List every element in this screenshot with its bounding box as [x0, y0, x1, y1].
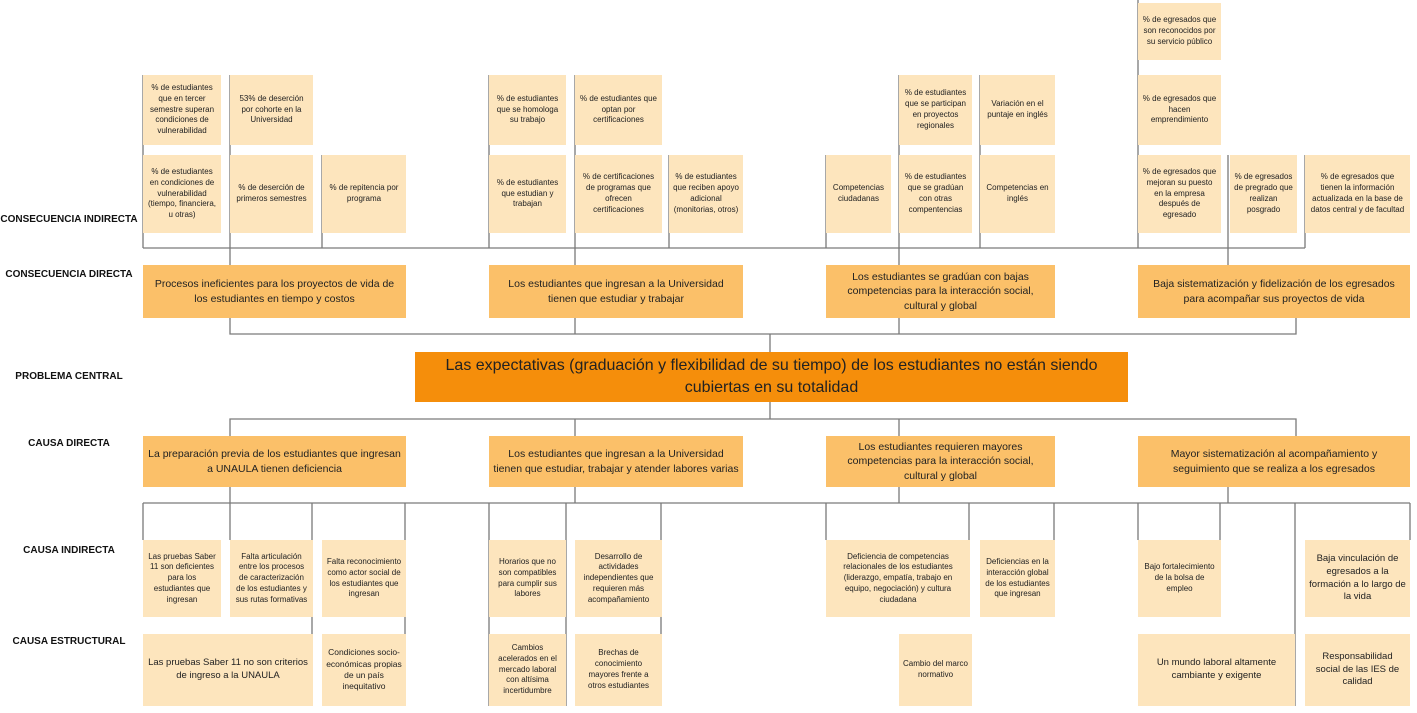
indirect-consequence-box: Variación en el puntaje en inglés [980, 75, 1055, 145]
structural-cause-box: Condiciones socio-económicas propias de … [322, 634, 406, 706]
structural-cause-box: Cambios acelerados en el mercado laboral… [489, 634, 566, 706]
indirect-consequence-box: Competencias en inglés [980, 155, 1055, 233]
direct-consequence-box: Procesos ineficientes para los proyectos… [143, 265, 406, 318]
label-consecuencia-directa: CONSECUENCIA DIRECTA [5, 269, 133, 280]
indirect-consequence-box: % de egresados que son reconocidos por s… [1138, 3, 1221, 60]
structural-cause-box: Las pruebas Saber 11 no son criterios de… [143, 634, 313, 706]
indirect-cause-box: Las pruebas Saber 11 son deficientes par… [143, 540, 221, 617]
indirect-consequence-box: % de estudiantes que optan por certifica… [575, 75, 662, 145]
direct-consequence-box: Los estudiantes se gradúan con bajas com… [826, 265, 1055, 318]
structural-cause-box: Un mundo laboral altamente cambiante y e… [1138, 634, 1295, 706]
indirect-consequence-box: % de estudiantes que estudian y trabajan [489, 155, 566, 233]
central-problem-box: Las expectativas (graduación y flexibili… [415, 352, 1128, 402]
direct-cause-box: Los estudiantes requieren mayores compet… [826, 436, 1055, 487]
indirect-consequence-box: % de estudiantes que se participan en pr… [899, 75, 972, 145]
direct-cause-box: La preparación previa de los estudiantes… [143, 436, 406, 487]
direct-cause-box: Los estudiantes que ingresan a la Univer… [489, 436, 743, 487]
label-causa-directa: CAUSA DIRECTA [28, 438, 110, 449]
indirect-consequence-box: % de estudiantes que se homologa su trab… [489, 75, 566, 145]
label-causa-indirecta: CAUSA INDIRECTA [23, 545, 115, 556]
label-causa-estructural: CAUSA ESTRUCTURAL [12, 636, 126, 647]
indirect-cause-box: Desarrollo de actividades independientes… [575, 540, 662, 617]
indirect-cause-box: Falta reconocimiento como actor social d… [322, 540, 406, 617]
indirect-cause-box: Deficiencia de competencias relacionales… [826, 540, 970, 617]
indirect-cause-box: Bajo fortalecimiento de la bolsa de empl… [1138, 540, 1221, 617]
direct-cause-box: Mayor sistematización al acompañamiento … [1138, 436, 1410, 487]
indirect-cause-box: Horarios que no son compatibles para cum… [489, 540, 566, 617]
indirect-consequence-box: % de estudiantes que se gradúan con otra… [899, 155, 972, 233]
indirect-consequence-box: % de repitencia por programa [322, 155, 406, 233]
structural-cause-box: Cambio del marco normativo [899, 634, 972, 706]
indirect-consequence-box: Competencias ciudadanas [826, 155, 891, 233]
indirect-consequence-box: % de egresados que mejoran su puesto en … [1138, 155, 1221, 233]
indirect-consequence-box: % de egresados que tienen la información… [1305, 155, 1410, 233]
indirect-cause-box: Baja vinculación de egresados a la forma… [1305, 540, 1410, 617]
indirect-consequence-box: % de estudiantes en condiciones de vulne… [143, 155, 221, 233]
indirect-cause-box: Deficiencias en la interacción global de… [980, 540, 1055, 617]
indirect-consequence-box: % de estudiantes que en tercer semestre … [143, 75, 221, 145]
structural-cause-box: Responsabilidad social de las IES de cal… [1305, 634, 1410, 706]
structural-cause-box: Brechas de conocimiento mayores frente a… [575, 634, 662, 706]
indirect-consequence-box: % de estudiantes que reciben apoyo adici… [669, 155, 743, 233]
direct-consequence-box: Los estudiantes que ingresan a la Univer… [489, 265, 743, 318]
indirect-consequence-box: % de egresados que hacen emprendimiento [1138, 75, 1221, 145]
direct-consequence-box: Baja sistematización y fidelización de l… [1138, 265, 1410, 318]
indirect-cause-box: Falta articulación entre los procesos de… [230, 540, 313, 617]
indirect-consequence-box: 53% de deserción por cohorte en la Unive… [230, 75, 313, 145]
label-problema-central: PROBLEMA CENTRAL [15, 371, 123, 382]
indirect-consequence-box: % de certificaciones de programas que of… [575, 155, 662, 233]
label-consecuencia-indirecta: CONSECUENCIA INDIRECTA [0, 214, 138, 225]
indirect-consequence-box: % de deserción de primeros semestres [230, 155, 313, 233]
indirect-consequence-box: % de egresados de pregrado que realizan … [1230, 155, 1297, 233]
